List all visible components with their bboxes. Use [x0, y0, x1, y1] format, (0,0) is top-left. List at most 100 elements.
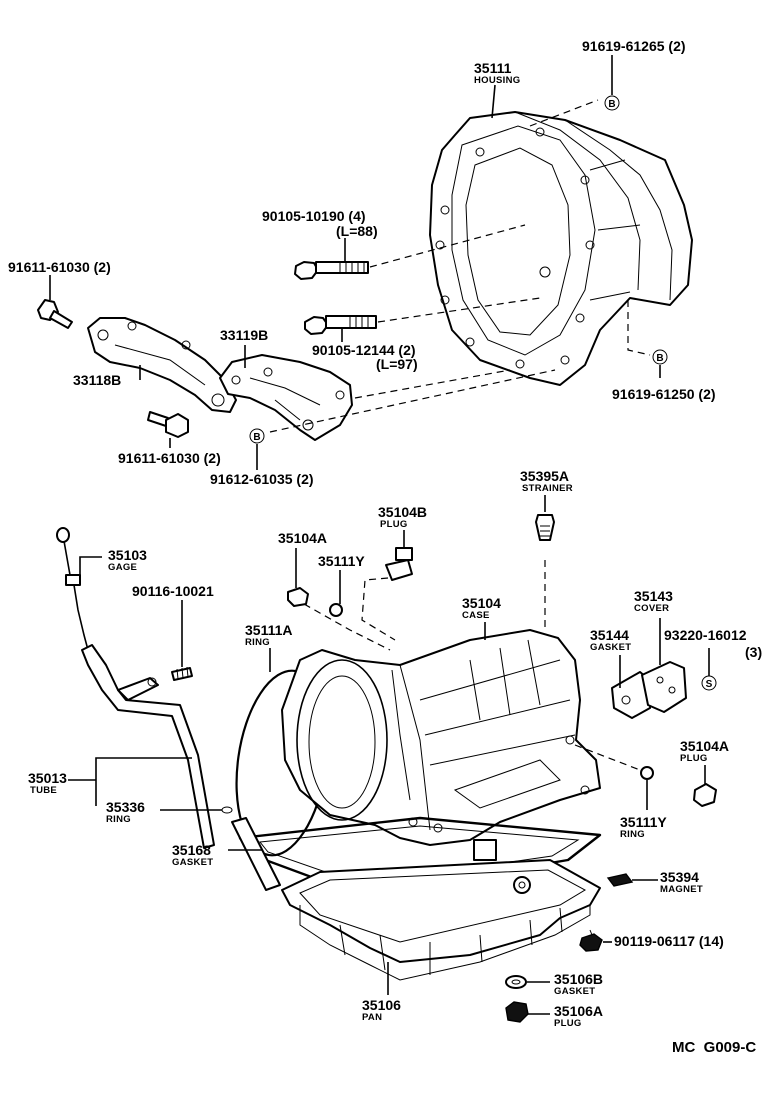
svg-text:93220-16012: 93220-16012 — [664, 627, 747, 643]
label-35104a-right: 35104A PLUG — [680, 738, 729, 764]
leader-35103 — [79, 556, 102, 575]
label-33118b: 33118B — [73, 372, 121, 388]
svg-text:90105-10190 (4): 90105-10190 (4) — [262, 208, 366, 224]
svg-text:RING: RING — [106, 814, 131, 825]
s-marker-93220-16012: S — [701, 675, 717, 691]
magnet-35394-drawing — [606, 873, 634, 887]
b-marker-91619-61265: B — [604, 95, 620, 111]
svg-text:90105-12144 (2): 90105-12144 (2) — [312, 342, 416, 358]
ring-35111y-right-drawing — [640, 766, 654, 780]
label-35104a-top: 35104A — [278, 530, 327, 546]
bracket-33118b — [87, 317, 237, 413]
dash-line-plug-35104b — [361, 577, 396, 641]
svg-text:35106B: 35106B — [554, 971, 603, 987]
label-35106a: 35106A PLUG — [554, 1003, 603, 1029]
label-90116-10021: 90116-10021 — [132, 583, 214, 599]
plug-35104b-drawing — [385, 547, 413, 581]
svg-text:35168: 35168 — [172, 842, 211, 858]
leader-35013 — [68, 757, 192, 806]
svg-text:35013: 35013 — [28, 770, 67, 786]
svg-text:35106A: 35106A — [554, 1003, 603, 1019]
dash-line-plug-35104a — [303, 603, 391, 651]
label-35111: 35111 HOUSING — [474, 60, 520, 86]
label-35336: 35336 RING — [106, 799, 145, 825]
svg-text:GASKET: GASKET — [172, 857, 213, 868]
svg-text:PLUG: PLUG — [554, 1018, 582, 1029]
svg-text:35143: 35143 — [634, 588, 673, 604]
svg-text:CASE: CASE — [462, 610, 490, 621]
label-35394: 35394 MAGNET — [660, 869, 703, 895]
b-marker-91619-61250: B — [652, 349, 668, 365]
leader-35111 — [491, 84, 496, 119]
svg-text:STRAINER: STRAINER — [522, 483, 573, 494]
svg-text:COVER: COVER — [634, 603, 669, 614]
bolt-90105-10190 — [294, 261, 369, 280]
svg-text:RING: RING — [245, 637, 270, 648]
label-91611-61030-lower: 91611-61030 (2) — [118, 450, 221, 466]
dash-line-91619-61250 — [627, 300, 651, 356]
svg-text:35111Y: 35111Y — [620, 814, 667, 830]
strainer-35395a-drawing — [535, 514, 555, 541]
diagram-code: MC G009-C — [672, 1039, 756, 1056]
stud-90116-10021 — [171, 666, 193, 681]
bracket-33119b — [219, 354, 353, 441]
svg-text:RING: RING — [620, 829, 645, 840]
bolt-91611-61030-lower — [147, 411, 189, 438]
label-35168: 35168 GASKET — [172, 842, 213, 868]
bolt-90105-12144 — [304, 315, 377, 335]
svg-text:35144: 35144 — [590, 627, 629, 643]
label-35104b: 35104B PLUG — [378, 504, 427, 530]
svg-text:PAN: PAN — [362, 1012, 382, 1023]
dash-line-91619-61265 — [529, 99, 599, 127]
svg-text:GAGE: GAGE — [108, 562, 137, 573]
drain-plug-35106a-drawing — [505, 1001, 529, 1023]
label-35106b: 35106B GASKET — [554, 971, 603, 997]
dash-line-bracket-housing-2 — [354, 369, 511, 399]
drain-gasket-35106b-drawing — [505, 975, 527, 989]
svg-text:35103: 35103 — [108, 547, 147, 563]
label-91619-61250: 91619-61250 (2) — [612, 386, 716, 402]
svg-text:B: B — [253, 432, 260, 443]
label-35106: 35106 PAN — [362, 997, 401, 1023]
label-35103: 35103 GAGE — [108, 547, 147, 573]
ring-35336-drawing — [221, 806, 233, 814]
label-91612-61035: 91612-61035 (2) — [210, 471, 314, 487]
label-35104: 35104 CASE — [462, 595, 501, 621]
svg-text:MAGNET: MAGNET — [660, 884, 703, 895]
svg-text:35111A: 35111A — [245, 622, 293, 638]
oil-pan-35106 — [231, 817, 601, 981]
svg-text:35104A: 35104A — [680, 738, 729, 754]
label-90105-10190: 90105-10190 (4) (L=88) — [262, 208, 378, 239]
plug-35104a-top-drawing — [287, 587, 309, 607]
dash-line-bracket-housing — [269, 369, 556, 433]
label-93220-16012: 93220-16012 (3) — [664, 627, 762, 660]
svg-text:HOUSING: HOUSING — [474, 75, 520, 86]
label-35111y-top: 35111Y — [318, 553, 365, 569]
label-35144: 35144 GASKET — [590, 627, 631, 653]
svg-text:(L=97): (L=97) — [376, 356, 418, 372]
pan-gasket-inner — [259, 825, 580, 885]
gasket-35144-drawing — [611, 671, 653, 719]
svg-text:35104: 35104 — [462, 595, 501, 611]
pan-bolt-90119-06117-drawing — [579, 929, 603, 952]
svg-text:TUBE: TUBE — [30, 785, 57, 796]
label-90119-06117: 90119-06117 (14) — [614, 933, 724, 949]
dash-line-90105-10190 — [369, 224, 526, 268]
svg-text:B: B — [608, 99, 615, 110]
cover-35143-drawing — [641, 661, 687, 713]
plug-35104a-right-drawing — [693, 783, 717, 807]
dash-line-90105-12144 — [377, 297, 541, 323]
svg-text:35104B: 35104B — [378, 504, 427, 520]
transmission-case-35104 — [281, 629, 601, 861]
label-35111y-right: 35111Y RING — [620, 814, 667, 840]
svg-text:GASKET: GASKET — [590, 642, 631, 653]
label-35111a: 35111A RING — [245, 622, 293, 648]
svg-text:35336: 35336 — [106, 799, 145, 815]
svg-text:B: B — [656, 353, 663, 364]
svg-text:(L=88): (L=88) — [336, 223, 378, 239]
label-91619-61265: 91619-61265 (2) — [582, 38, 686, 54]
b-marker-91612-61035: B — [249, 428, 265, 444]
label-90105-12144: 90105-12144 (2) (L=97) — [312, 342, 418, 372]
label-35013: 35013 TUBE — [28, 770, 67, 796]
